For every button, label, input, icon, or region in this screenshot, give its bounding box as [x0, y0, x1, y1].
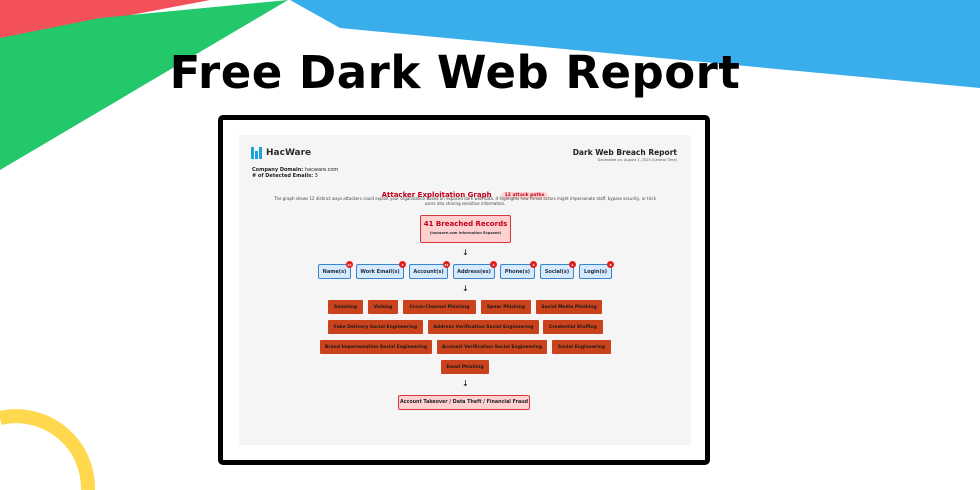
data-type-node: Name(s) 11 — [318, 261, 353, 279]
company-value: hacware.com — [304, 167, 339, 173]
attack-node: Social Engineering — [552, 340, 611, 354]
attack-paths-badge: 12 attack paths — [500, 192, 549, 199]
down-arrow-icon: ↓ — [462, 379, 469, 388]
report-generated: Generated on: August 1, 2025 (Central Ti… — [597, 158, 677, 162]
emails-label: # of Detected Emails: — [252, 173, 314, 179]
attack-node: Fake Delivery Social Engineering — [328, 320, 423, 334]
report-preview-frame: HacWare Company Domain: hacware.com # of… — [218, 115, 710, 465]
data-type-node: Phone(s) 3 — [500, 261, 537, 279]
count-badge: 3 — [530, 261, 537, 268]
count-badge: 11 — [443, 261, 450, 268]
brand-name: HacWare — [266, 148, 312, 158]
data-type-label: Phone(s) — [504, 268, 531, 275]
count-badge: 8 — [607, 261, 614, 268]
data-type-node: Login(s) 8 — [579, 261, 614, 279]
blue-banner-shape — [290, 0, 980, 88]
graph-description: The graph shows 12 distinct ways attacke… — [274, 196, 656, 206]
count-badge: 4 — [490, 261, 497, 268]
data-type-label: Work Email(s) — [360, 268, 400, 275]
attack-node: Cross-Channel Phishing — [403, 300, 476, 314]
attack-node: Credential Stuffing — [543, 320, 603, 334]
graph-title-row: Attacker Exploitation Graph 12 attack pa… — [239, 182, 691, 201]
graph-title: Attacker Exploitation Graph — [381, 191, 492, 199]
data-type-label: Social(s) — [544, 268, 570, 275]
data-type-node: Account(s) 11 — [409, 261, 450, 279]
attack-node: Vishing — [368, 300, 398, 314]
emails-value: 3 — [314, 173, 318, 179]
page-headline: Free Dark Web Report — [169, 46, 741, 99]
outcome-node: Account Takeover / Data Theft / Financia… — [398, 395, 530, 410]
attack-node: Spear Phishing — [481, 300, 531, 314]
data-type-node: Social(s) 1 — [540, 261, 576, 279]
data-type-node: Work Email(s) 3 — [356, 261, 406, 279]
data-type-label: Account(s) — [413, 268, 444, 275]
count-badge: 11 — [346, 261, 353, 268]
breached-records-node: 41 Breached Records (hacware.com Informa… — [420, 215, 511, 243]
report-title: Dark Web Breach Report — [572, 148, 677, 157]
green-wedge-shape — [0, 0, 288, 170]
data-type-label: Login(s) — [583, 268, 608, 275]
company-label: Company Domain: — [252, 167, 304, 173]
attack-node: Email Phishing — [441, 360, 489, 374]
count-badge: 3 — [399, 261, 406, 268]
data-type-label: Address(es) — [457, 268, 491, 275]
down-arrow-icon: ↓ — [462, 248, 469, 257]
count-badge: 1 — [569, 261, 576, 268]
attack-node: Address Verification Social Engineering — [428, 320, 539, 334]
report-title-block: Dark Web Breach Report Generated on: Aug… — [573, 148, 677, 162]
data-type-label: Name(s) — [322, 268, 347, 275]
attack-node: Smishing — [328, 300, 363, 314]
down-arrow-icon: ↓ — [462, 284, 469, 293]
records-subtitle: (hacware.com Information Exposed) — [429, 231, 502, 235]
data-type-node: Address(es) 4 — [453, 261, 497, 279]
logo-bars-icon — [251, 147, 263, 159]
attack-node: Social Media Phishing — [536, 300, 602, 314]
attack-node: Brand Impersonation Social Engineering — [320, 340, 432, 354]
hacware-logo: HacWare — [251, 147, 311, 159]
yellow-arc-shape — [0, 409, 96, 490]
report-document: HacWare Company Domain: hacware.com # of… — [239, 135, 691, 445]
report-meta: Company Domain: hacware.com # of Detecte… — [252, 167, 338, 179]
records-title: 41 Breached Records — [423, 220, 508, 228]
attack-node: Account Verification Social Engineering — [437, 340, 547, 354]
